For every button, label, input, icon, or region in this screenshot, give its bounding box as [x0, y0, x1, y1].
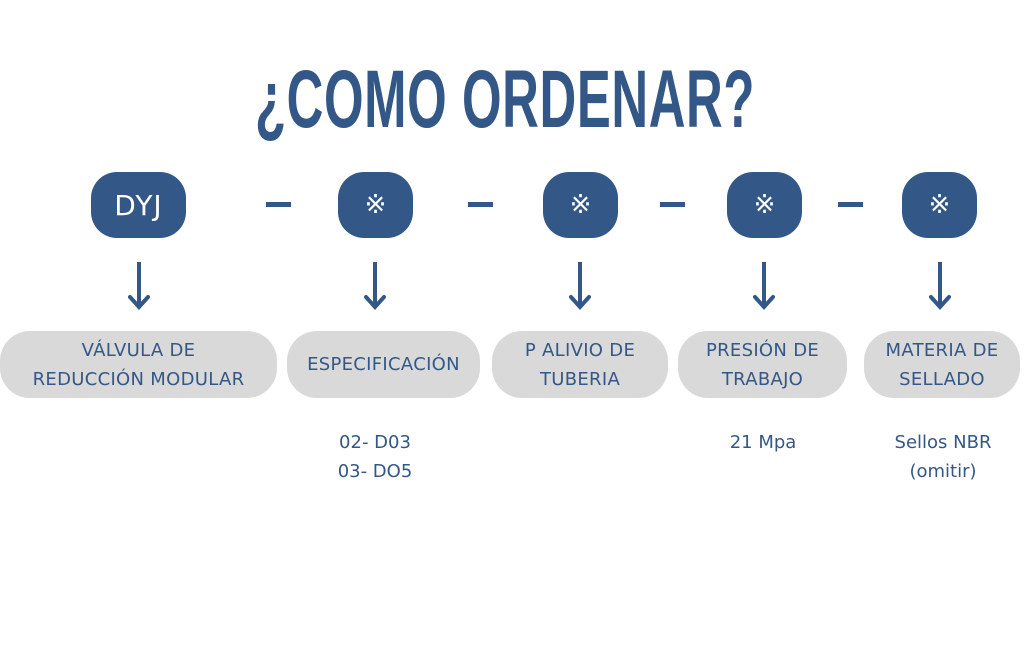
arrow-down-icon: [364, 262, 386, 310]
reference-mark-icon: ※: [753, 190, 776, 220]
arrow-down-icon: [128, 262, 150, 310]
reference-mark-icon: ※: [928, 190, 951, 220]
code-box-working-pressure: ※: [727, 172, 802, 238]
value-working-pressure: 21 Mpa: [688, 428, 838, 457]
label-line: REDUCCIÓN MODULAR: [32, 368, 245, 390]
arrow-down-icon: [929, 262, 951, 310]
page-title: ¿COMO ORDENAR?: [254, 54, 756, 145]
value-specification: 02- D03 03- DO5: [300, 428, 450, 486]
separator-dash: [266, 202, 291, 207]
label-specification: ESPECIFICACIÓN: [287, 331, 480, 398]
value-seal-material: Sellos NBR (omitir): [868, 428, 1018, 486]
label-line: TUBERIA: [539, 368, 621, 390]
value-line: 02- D03: [339, 432, 411, 453]
arrow-down-icon: [569, 262, 591, 310]
separator-dash: [468, 202, 493, 207]
label-line: P ALIVIO DE: [524, 339, 636, 361]
label-seal-material: MATERIA DE SELLADO: [864, 331, 1020, 398]
value-line: 03- DO5: [337, 461, 413, 482]
code-box-seal-material: ※: [902, 172, 977, 238]
label-line: ESPECIFICACIÓN: [307, 354, 460, 375]
value-line: Sellos NBR: [894, 432, 992, 453]
reference-mark-icon: ※: [364, 190, 387, 220]
value-line: (omitir): [909, 461, 977, 482]
reference-mark-icon: ※: [569, 190, 592, 220]
separator-dash: [660, 202, 685, 207]
code-box-brand: DYJ: [91, 172, 186, 238]
label-line: VÁLVULA DE: [81, 339, 196, 361]
value-line: 21 Mpa: [729, 432, 797, 453]
label-valve-type: VÁLVULA DE REDUCCIÓN MODULAR: [0, 331, 277, 398]
label-line: SELLADO: [899, 368, 985, 390]
label-line: TRABAJO: [721, 368, 804, 390]
label-working-pressure: PRESIÓN DE TRABAJO: [678, 331, 847, 398]
code-box-specification: ※: [338, 172, 413, 238]
label-relief-pressure: P ALIVIO DE TUBERIA: [492, 331, 668, 398]
arrow-down-icon: [753, 262, 775, 310]
brand-code: DYJ: [114, 188, 163, 222]
label-line: PRESIÓN DE: [705, 339, 820, 361]
code-box-relief-pressure: ※: [543, 172, 618, 238]
label-line: MATERIA DE: [885, 339, 999, 361]
separator-dash: [838, 202, 863, 207]
